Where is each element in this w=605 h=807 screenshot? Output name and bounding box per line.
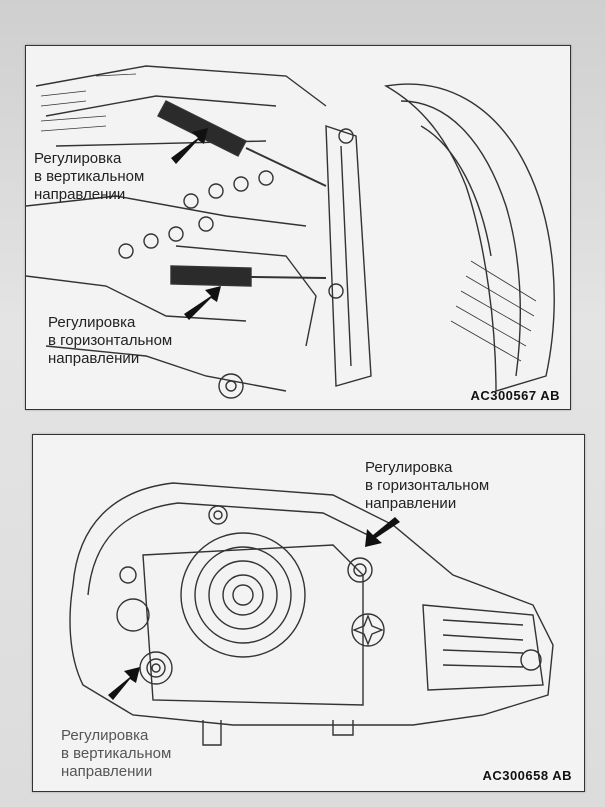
arrow-horizontal-top <box>184 286 221 320</box>
label-vertical-adjust-bottom: Регулировка в вертикальном направлении <box>61 727 172 780</box>
arrow-vertical-top <box>171 128 208 164</box>
figure-code: AC300567 AB <box>470 388 560 403</box>
label-vertical-adjust: Регулировка в вертикальном направлении <box>34 150 145 203</box>
headlight-rear-diagram: Регулировка в горизонтальном направлении… <box>32 434 585 792</box>
headlight-rear-drawing <box>69 482 554 746</box>
label-horizontal-adjust-bottom: Регулировка в горизонтальном направлении <box>365 459 490 512</box>
label-horizontal-adjust: Регулировка в горизонтальном направлении <box>48 314 173 367</box>
arrow-vertical-bottom <box>108 667 140 700</box>
arrow-horizontal-bottom <box>365 517 400 547</box>
figure-code-bottom: AC300658 AB <box>482 768 572 783</box>
engine-bay-drawing <box>26 65 555 399</box>
engine-bay-diagram: Регулировка в вертикальном направлении Р… <box>25 45 571 410</box>
